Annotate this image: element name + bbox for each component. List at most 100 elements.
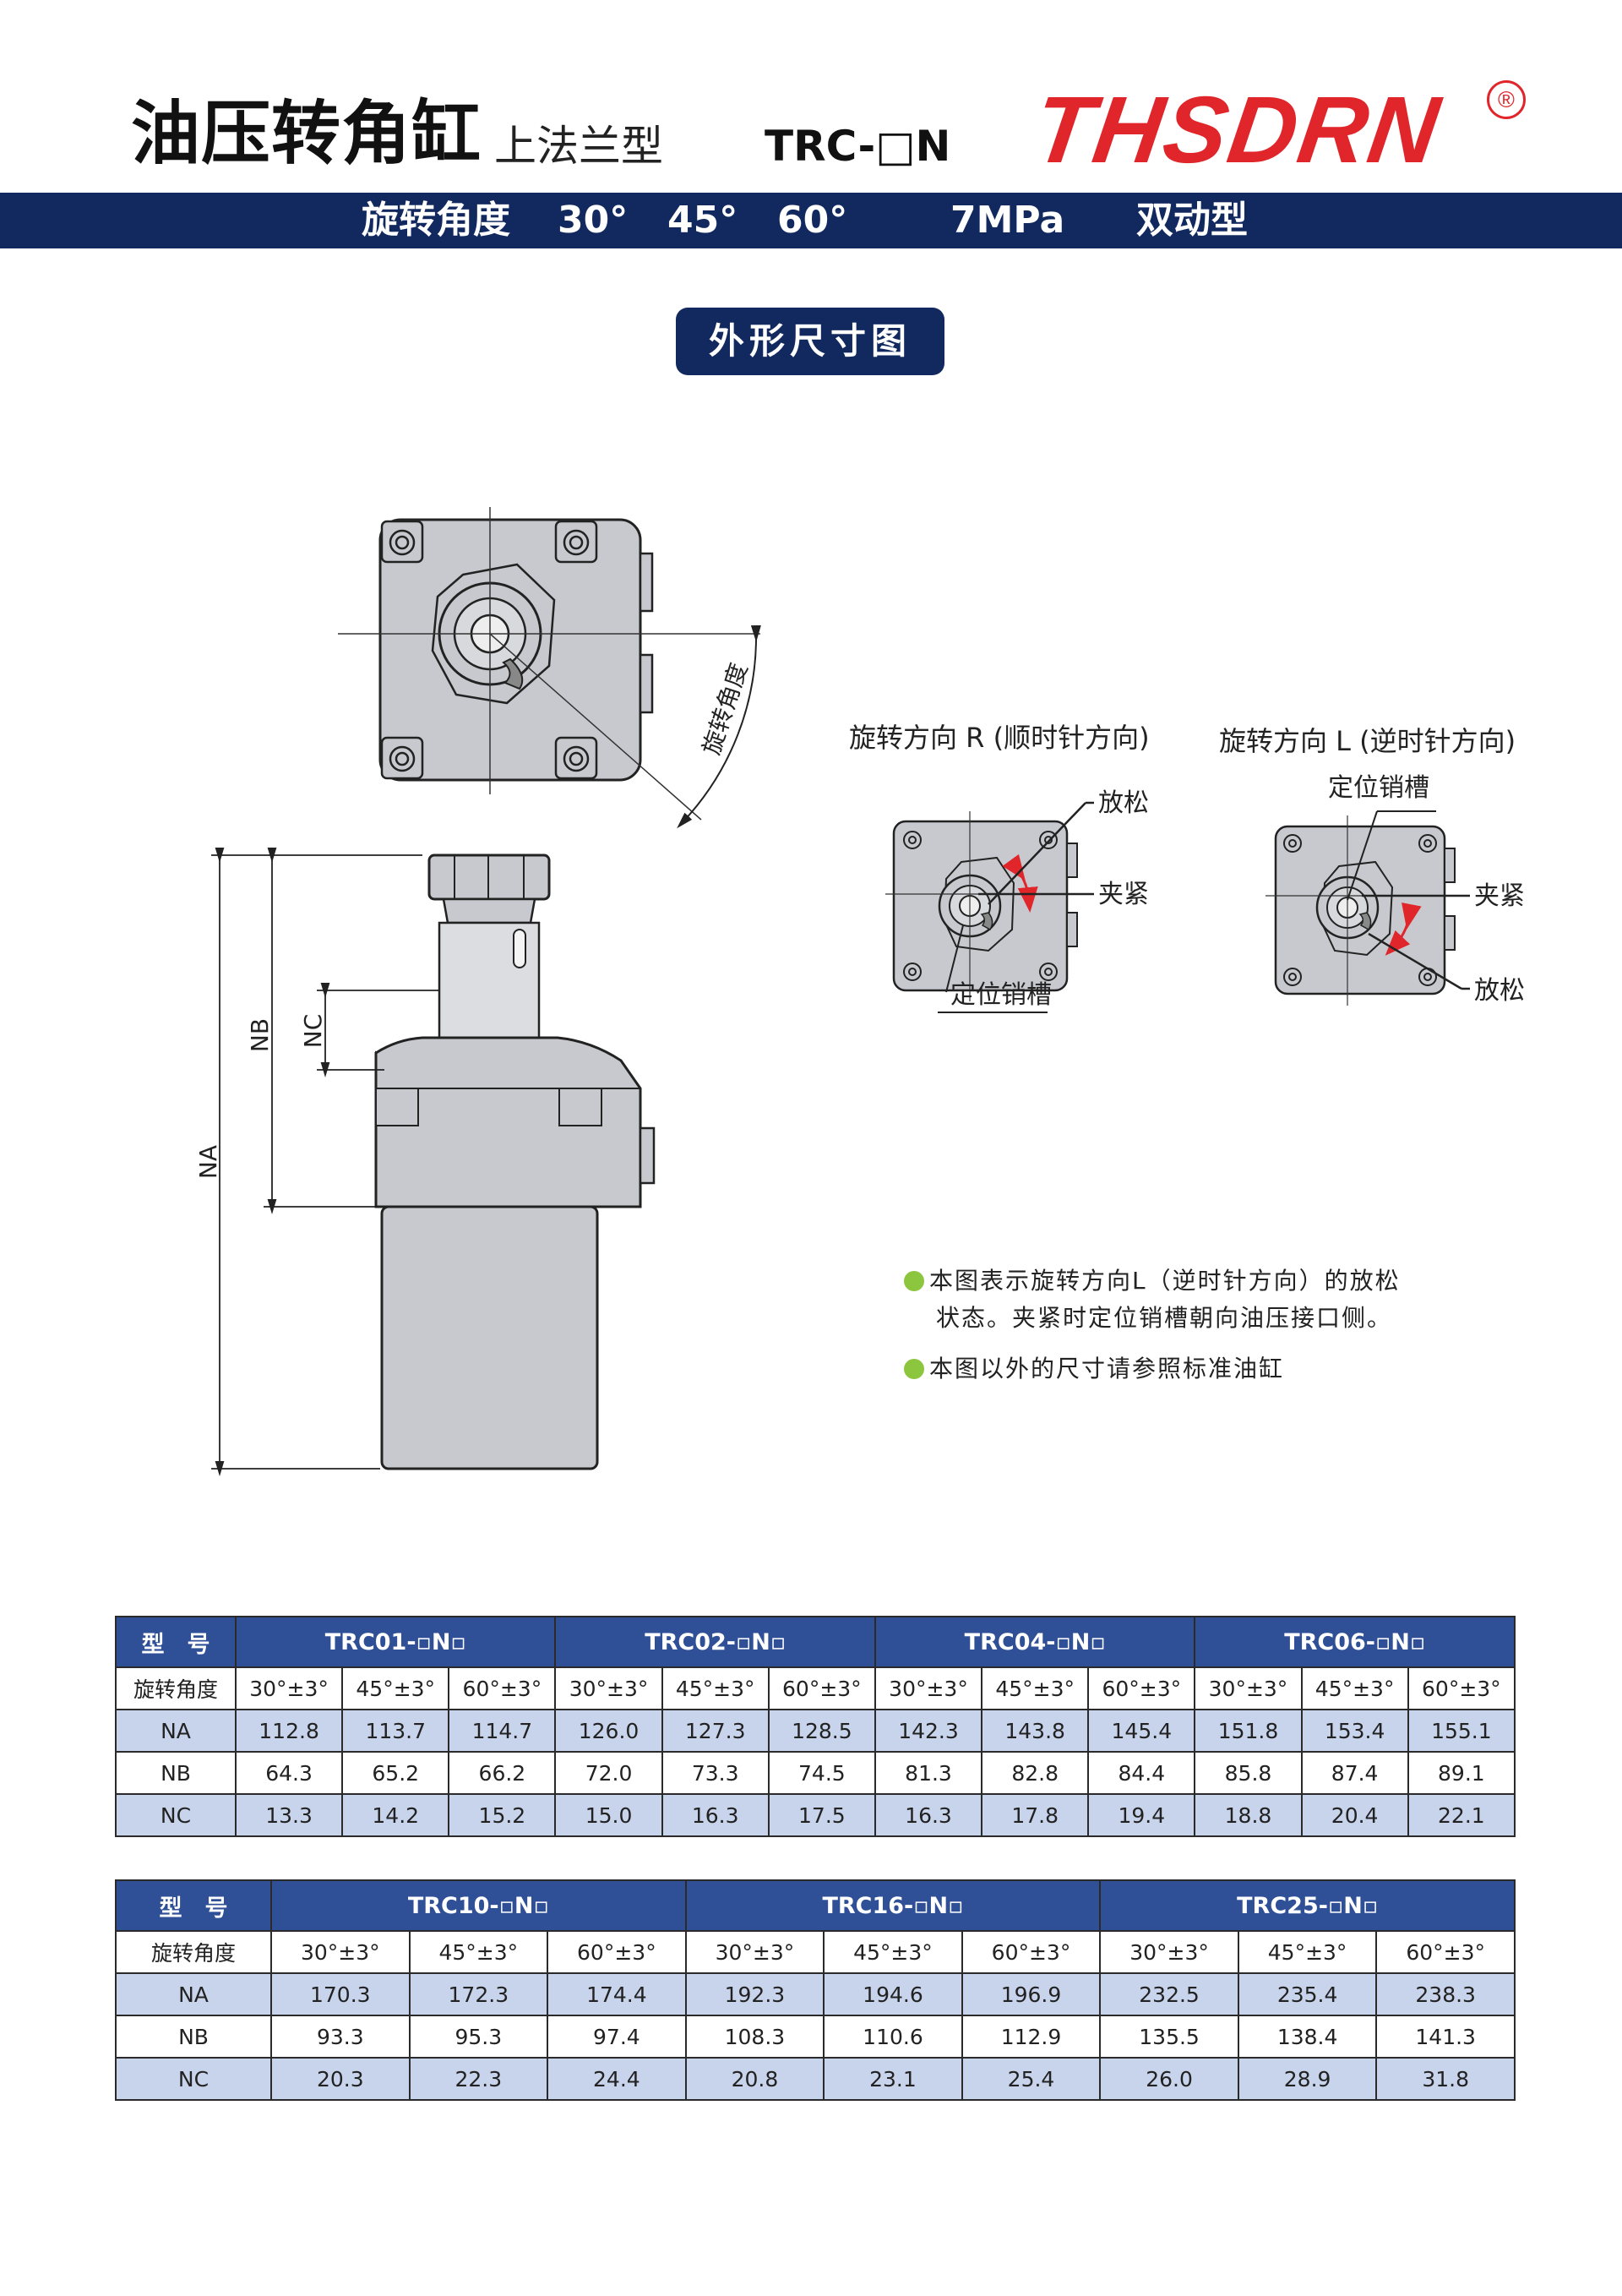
cell: 26.0 (1099, 2057, 1239, 2101)
cell: 72.0 (554, 1751, 663, 1795)
table1-angle: 45°±3° (661, 1666, 770, 1710)
cell: 138.4 (1237, 2015, 1378, 2059)
row-label: NB (115, 2015, 272, 2059)
direction-r-title: 旋转方向 R (顺时针方向) (849, 722, 1150, 754)
cell: 170.3 (270, 1972, 411, 2016)
band-angle-60: 60° (777, 199, 848, 242)
cell: 73.3 (661, 1751, 770, 1795)
cell: 22.1 (1407, 1793, 1516, 1837)
cell: 232.5 (1099, 1972, 1239, 2016)
table-row: NB 93.3 95.3 97.4 108.3 110.6 112.9 135.… (115, 2015, 1516, 2059)
cell: 65.2 (341, 1751, 450, 1795)
cell: 155.1 (1407, 1709, 1516, 1753)
cell: 15.2 (448, 1793, 557, 1837)
row-label: NB (115, 1751, 237, 1795)
page-subtitle: 上法兰型 (494, 122, 663, 171)
note-1-line-1: 本图表示旋转方向L（逆时针方向）的放松 (929, 1267, 1401, 1295)
table1-angle: 45°±3° (341, 1666, 450, 1710)
table2-angle: 60°±3° (1375, 1930, 1516, 1974)
band-angle-30: 30° (558, 199, 629, 242)
cell: 174.4 (547, 1972, 687, 2016)
table1-model: TRC06-▫N▫ (1194, 1616, 1516, 1668)
cell: 93.3 (270, 2015, 411, 2059)
direction-l-pin-slot: 定位销槽 (1328, 773, 1429, 803)
direction-l-release: 放松 (1474, 976, 1525, 1006)
cell: 89.1 (1407, 1751, 1516, 1795)
cell: 19.4 (1087, 1793, 1196, 1837)
cell: 23.1 (823, 2057, 963, 2101)
row-label: NC (115, 2057, 272, 2101)
cell: 16.3 (874, 1793, 983, 1837)
cell: 87.4 (1300, 1751, 1409, 1795)
cell: 145.4 (1087, 1709, 1196, 1753)
bullet-icon (904, 1359, 924, 1379)
note-1-line-2: 状态。夹紧时定位销槽朝向油压接口侧。 (936, 1304, 1393, 1332)
cell: 24.4 (547, 2057, 687, 2101)
table2-angle: 60°±3° (961, 1930, 1102, 1974)
direction-l-clamp: 夹紧 (1474, 881, 1525, 911)
band-pressure: 7MPa (950, 199, 1065, 242)
dim-nb-label: NB (246, 1018, 274, 1052)
table1-angle: 60°±3° (1087, 1666, 1196, 1710)
table1-angle: 45°±3° (981, 1666, 1090, 1710)
note-1: 本图表示旋转方向L（逆时针方向）的放松 (904, 1263, 1401, 1296)
spec-table-2: 型 号 TRC10-▫N▫ TRC16-▫N▫ TRC25-▫N▫ 旋转角度 3… (115, 1879, 1516, 2101)
band-angle-label: 旋转角度 (362, 199, 510, 242)
cell: 20.4 (1300, 1793, 1409, 1837)
row-label: NA (115, 1972, 272, 2016)
direction-r-clamp: 夹紧 (1098, 880, 1149, 909)
cell: 14.2 (341, 1793, 450, 1837)
cell: 81.3 (874, 1751, 983, 1795)
table1-model: TRC02-▫N▫ (554, 1616, 876, 1668)
table2-model: TRC25-▫N▫ (1099, 1879, 1516, 1932)
table2-angle-label: 旋转角度 (115, 1930, 272, 1974)
table1-angle: 60°±3° (767, 1666, 876, 1710)
table2-angle: 30°±3° (270, 1930, 411, 1974)
table1-model-label: 型 号 (115, 1616, 237, 1668)
row-label: NA (115, 1709, 237, 1753)
direction-r-pin-slot: 定位销槽 (950, 980, 1052, 1010)
table2-model: TRC16-▫N▫ (684, 1879, 1102, 1932)
cell: 194.6 (823, 1972, 963, 2016)
table1-angle: 30°±3° (874, 1666, 983, 1710)
brand-logo: THSDRN (1027, 77, 1447, 183)
table2-angle: 30°±3° (1099, 1930, 1239, 1974)
table2-model-label: 型 号 (115, 1879, 272, 1932)
dim-na-label: NA (194, 1145, 222, 1179)
cell: 16.3 (661, 1793, 770, 1837)
cell: 143.8 (981, 1709, 1090, 1753)
cell: 196.9 (961, 1972, 1102, 2016)
cell: 192.3 (684, 1972, 825, 2016)
table1-model: TRC04-▫N▫ (874, 1616, 1196, 1668)
cell: 20.3 (270, 2057, 411, 2101)
band-type: 双动型 (1136, 199, 1248, 242)
note-2: 本图以外的尺寸请参照标准油缸 (904, 1350, 1284, 1384)
table1-angle: 60°±3° (448, 1666, 557, 1710)
cell: 126.0 (554, 1709, 663, 1753)
cell: 141.3 (1375, 2015, 1516, 2059)
model-code: TRC-□N (765, 122, 951, 171)
table1-angle: 45°±3° (1300, 1666, 1409, 1710)
note-2-text: 本图以外的尺寸请参照标准油缸 (929, 1355, 1285, 1383)
cell: 18.8 (1194, 1793, 1303, 1837)
dimension-drawing: 旋转角度 NA NB NC (194, 507, 1525, 1476)
cell: 127.3 (661, 1709, 770, 1753)
cell: 108.3 (684, 2015, 825, 2059)
page-title: 油压转角缸 (131, 94, 482, 174)
cell: 95.3 (408, 2015, 549, 2059)
table2-model: TRC10-▫N▫ (270, 1879, 687, 1932)
cell: 112.8 (234, 1709, 344, 1753)
direction-l-view (1265, 810, 1470, 1006)
table1-angle: 30°±3° (554, 1666, 663, 1710)
table2-angle: 60°±3° (547, 1930, 687, 1974)
dimension-lines (211, 848, 439, 1476)
direction-r-release: 放松 (1098, 788, 1149, 818)
table1-angle-label: 旋转角度 (115, 1666, 237, 1710)
cell: 66.2 (448, 1751, 557, 1795)
cell: 28.9 (1237, 2057, 1378, 2101)
table2-angle: 30°±3° (684, 1930, 825, 1974)
rotation-angle-label: 旋转角度 (697, 659, 753, 758)
cell: 85.8 (1194, 1751, 1303, 1795)
cell: 113.7 (341, 1709, 450, 1753)
direction-r-view (885, 801, 1094, 1013)
